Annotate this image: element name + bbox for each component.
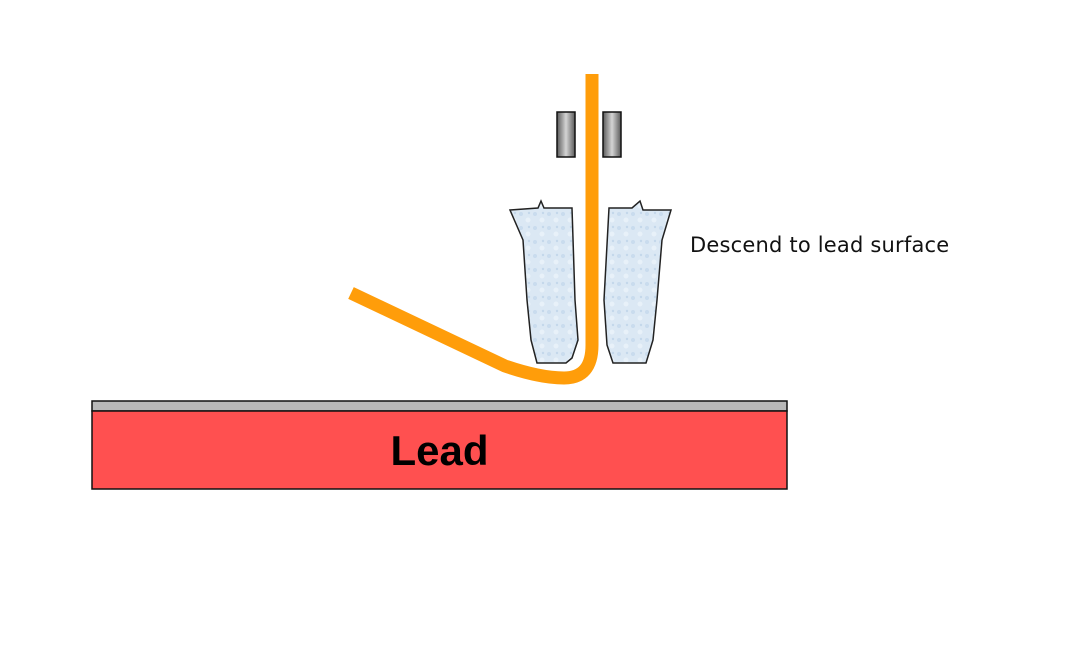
lead-surface-layer bbox=[91, 400, 788, 412]
capillary-left-half bbox=[508, 199, 579, 364]
wire-clamp-left bbox=[556, 111, 576, 158]
step-caption: Descend to lead surface bbox=[690, 233, 950, 257]
lead-label: Lead bbox=[390, 427, 489, 474]
wire-clamp-right bbox=[602, 111, 622, 158]
lead-block bbox=[91, 410, 788, 490]
bond-wire bbox=[348, 74, 599, 385]
capillary-right-half bbox=[603, 199, 673, 364]
